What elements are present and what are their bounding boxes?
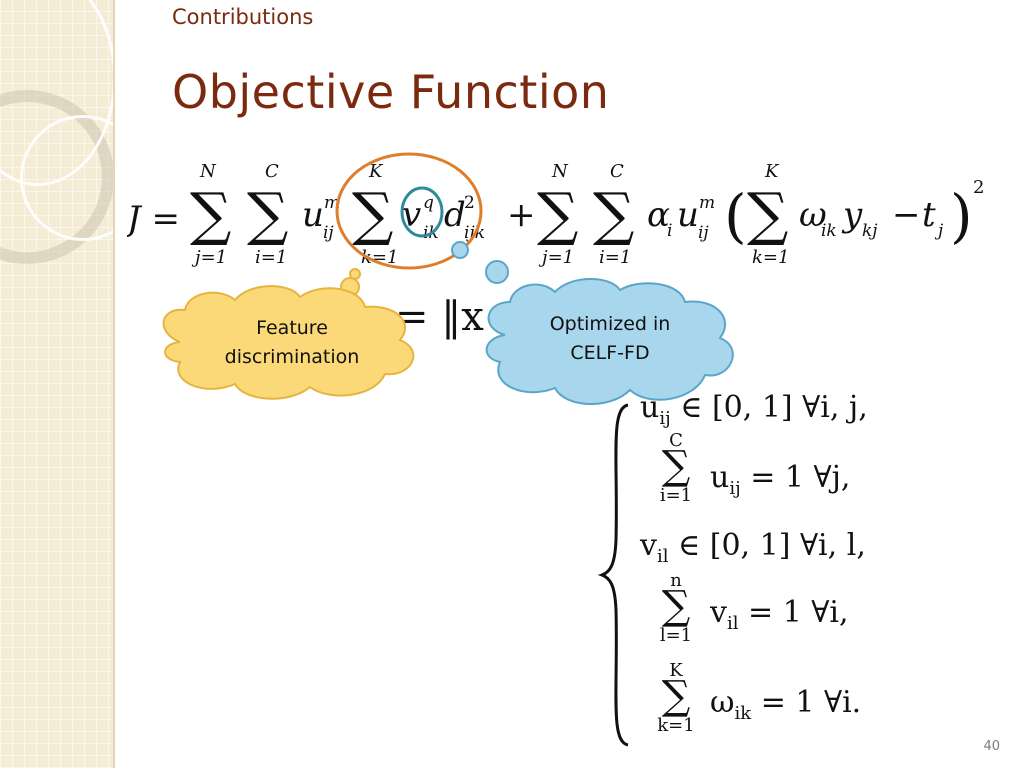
right-paren: ): [950, 182, 973, 250]
plus-sign: +: [507, 195, 536, 235]
feature-callout-line1: Feature: [256, 317, 328, 339]
feature-discrimination-callout: Feature discrimination: [150, 262, 450, 407]
sum-upper: C: [610, 161, 624, 182]
equation-lhs: J =: [127, 199, 180, 239]
sum-lower: i=1: [599, 247, 631, 268]
var-alpha: α: [647, 195, 670, 235]
sum-sign: ∑: [247, 180, 288, 248]
superscript: 2: [464, 193, 475, 213]
left-paren: (: [724, 182, 747, 250]
subscript: i: [667, 221, 672, 241]
var-u: u: [677, 195, 699, 235]
constraint-sum-v: n ∑ l=1: [659, 570, 693, 646]
optimized-callout-line1: Optimized in: [549, 313, 671, 335]
slide-title: Objective Function: [172, 65, 610, 119]
sum-lower: k=1: [361, 247, 398, 268]
superscript: 2: [973, 177, 984, 198]
optimized-callout: Optimized in CELF-FD: [445, 240, 755, 415]
sum-upper: N: [199, 161, 217, 182]
sum-sign: ∑: [593, 180, 634, 248]
decorative-sidebar: [0, 0, 115, 768]
subscript: ij: [698, 223, 709, 243]
superscript: q: [423, 193, 434, 213]
cloud-shape: [162, 268, 415, 400]
constraint-sum-u-body: uij = 1 ∀j,: [710, 460, 851, 499]
var-y: y: [841, 195, 863, 235]
sum-sign: ∑: [352, 180, 393, 248]
highlight-circles: [335, 152, 483, 270]
sum-lower: j=1: [191, 247, 227, 268]
sum-lower: k=1: [752, 247, 789, 268]
sum-upper: C: [265, 161, 279, 182]
teal-highlight-circle: [400, 186, 444, 238]
var-omega: ω: [799, 195, 827, 235]
var-d: d: [444, 195, 466, 235]
constraint-sum-omega: K ∑ k=1: [657, 660, 695, 736]
var-t: t: [922, 195, 936, 235]
sum-upper: K: [764, 161, 780, 182]
superscript: m: [699, 193, 715, 213]
sum-lower: i=1: [255, 247, 287, 268]
subscript: ij: [323, 223, 334, 243]
constraint-sum-v-body: vil = 1 ∀i,: [710, 595, 849, 634]
subscript: ik: [821, 221, 837, 241]
sum-lower: j=1: [538, 247, 574, 268]
sum-sign: ∑: [747, 180, 788, 248]
constraint-v-range: vil ∈ [0, 1] ∀i, l,: [640, 528, 866, 567]
sum-upper: K: [368, 161, 384, 182]
subscript: kj: [862, 221, 878, 241]
sum-upper: N: [551, 161, 569, 182]
slide-number: 40: [983, 739, 1000, 754]
objective-equation: J = N ∑ j=1 C ∑ i=1 u m ij K ∑ k=1 v q i…: [127, 161, 984, 268]
minus-sign: −: [892, 195, 921, 235]
equation-fragment: = ‖x: [395, 294, 484, 340]
sum-sign: ∑: [537, 180, 578, 248]
constraint-sum-u: C ∑ i=1: [659, 430, 693, 506]
var-u: u: [302, 195, 324, 235]
constraint-sum-omega-body: ωik = 1 ∀i.: [710, 685, 862, 724]
sum-sign: ∑: [190, 180, 231, 248]
optimized-callout-line2: CELF-FD: [570, 342, 650, 364]
left-brace: [597, 403, 629, 747]
subscript: j: [934, 221, 944, 241]
feature-callout-line2: discrimination: [224, 346, 360, 368]
cloud-shape: [451, 241, 734, 405]
section-label: Contributions: [172, 5, 314, 29]
orange-highlight-circle: [335, 152, 483, 270]
